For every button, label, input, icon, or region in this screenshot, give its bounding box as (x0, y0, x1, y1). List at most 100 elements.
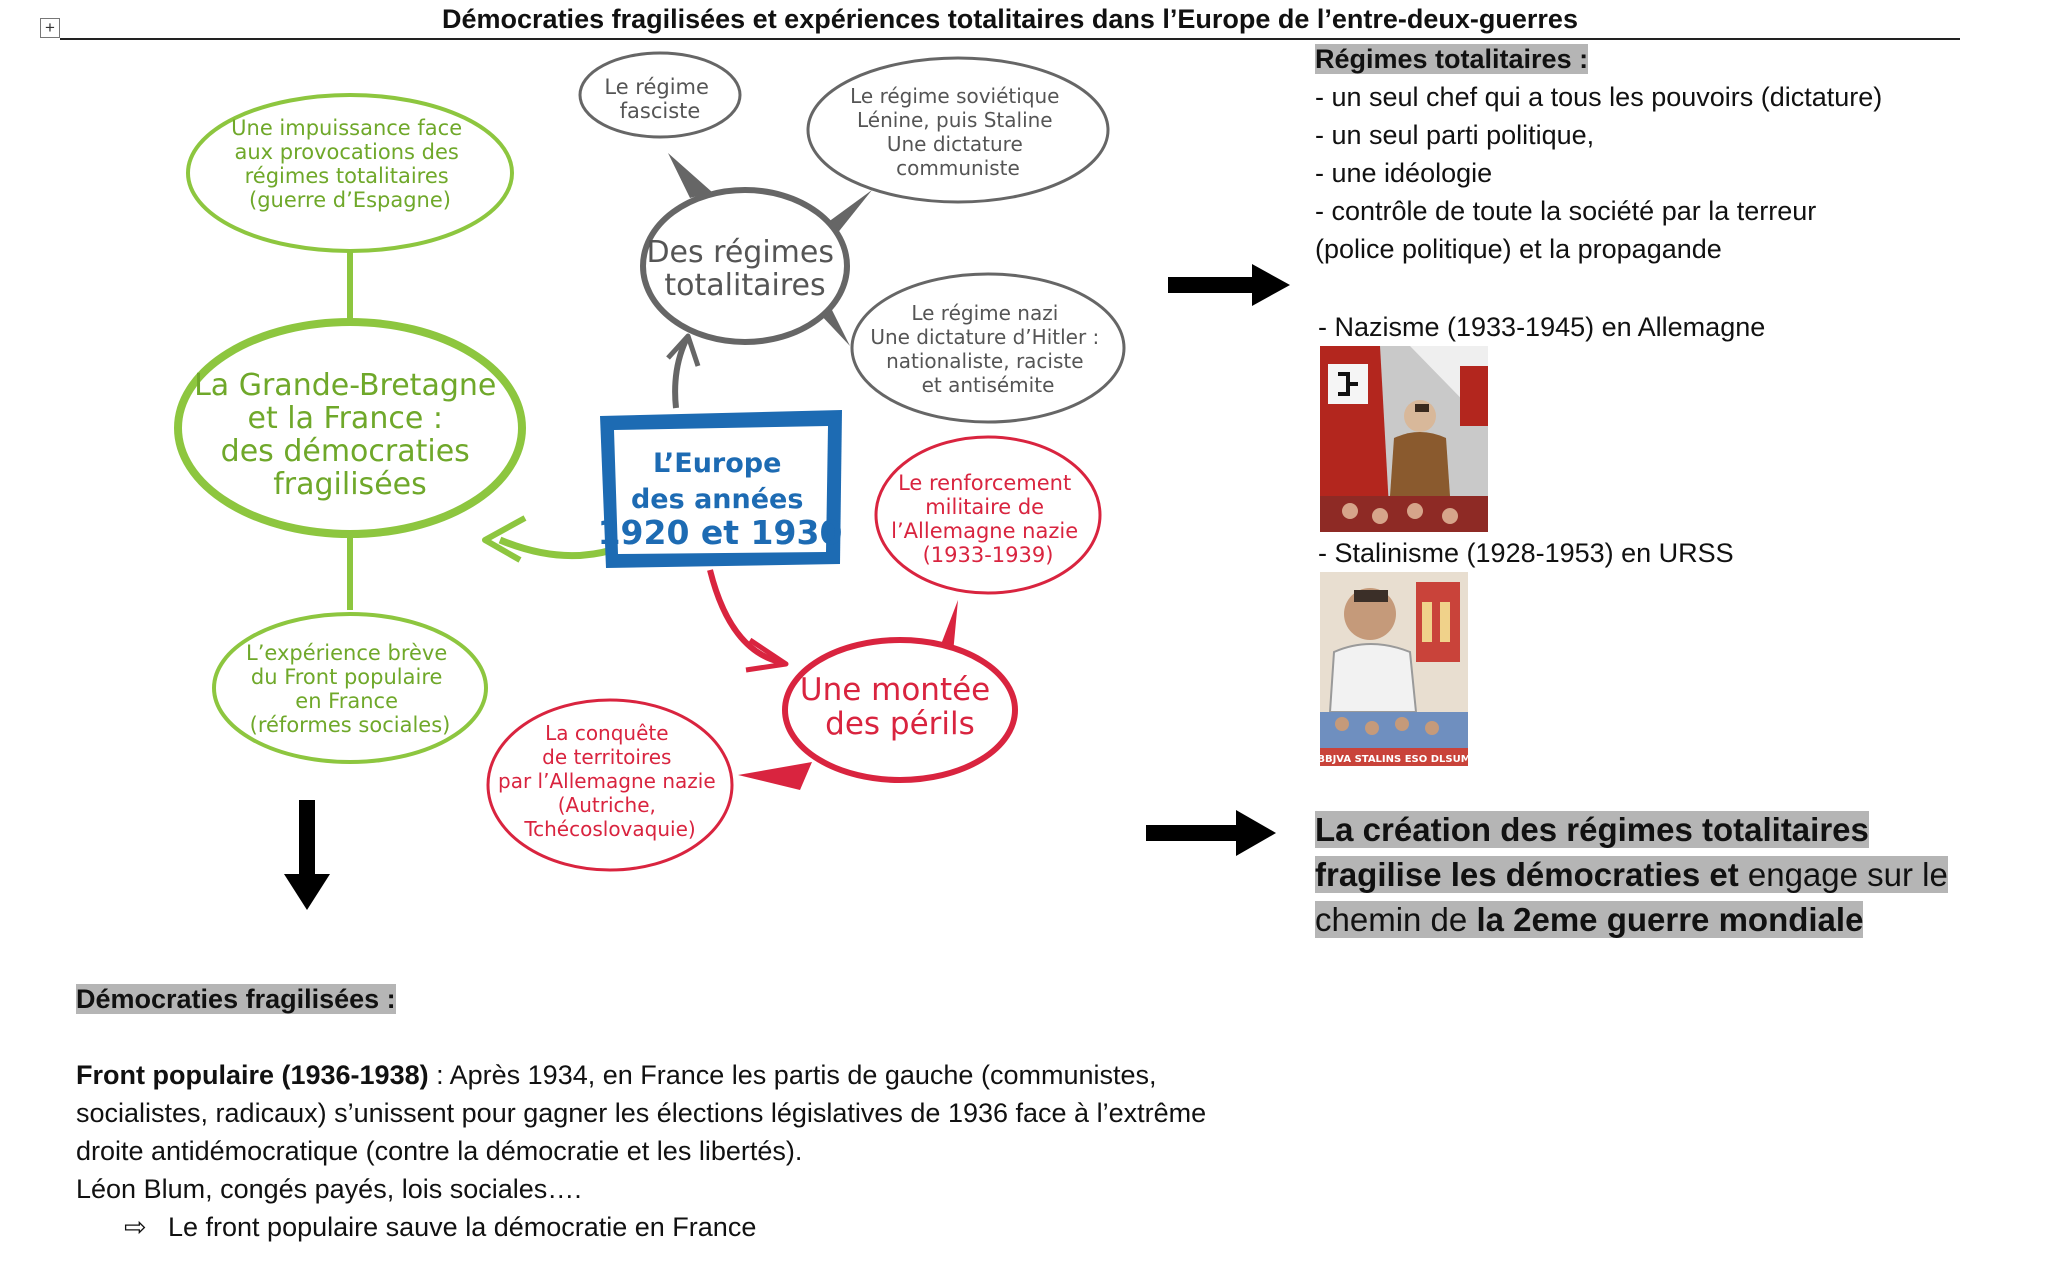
conclusion-text: la 2eme guerre mondiale (1476, 901, 1864, 938)
democracies-line: La Grande-Bretagne (194, 368, 496, 403)
nazism-label: - Nazisme (1933-1945) en Allemagne (1318, 312, 1766, 342)
svg-text:Une impuissance face aux: Une impuissance face aux provocations de… (231, 116, 469, 212)
svg-text:Des régimes totalitaires: Des régimes totalitaires (646, 235, 843, 303)
totalitarian-line: totalitaires (664, 268, 825, 303)
fascist-bubble (578, 51, 742, 139)
impuissance-line: (guerre d’Espagne) (249, 188, 451, 212)
nazi-line: nationaliste, raciste (886, 349, 1084, 373)
grey-tail-fascist (668, 153, 712, 198)
red-tail-conquest (738, 762, 812, 790)
fascist-line: fasciste (620, 99, 701, 123)
regimes-item: (police politique) et la propagande (1315, 234, 1722, 264)
military-line: l’Allemagne nazie (891, 519, 1078, 543)
perils-bubble (782, 637, 1018, 783)
front-populaire-line: (réformes sociales) (250, 713, 451, 737)
conclusion: La création des régimes totalitaires fra… (1315, 807, 1975, 942)
impuissance-line: aux provocations des (234, 140, 458, 164)
svg-text:L’expérience brève du Fr: L’expérience brève du Front populaire en… (246, 641, 454, 737)
conquest-bubble (486, 698, 734, 872)
front-populaire-text: socialistes, radicaux) s’unissent pour g… (76, 1098, 1207, 1128)
impuissance-bubble (186, 93, 514, 253)
front-populaire-line: du Front populaire (251, 665, 443, 689)
front-populaire-text: Léon Blum, congés payés, lois sociales…. (76, 1174, 582, 1204)
grey-branch: Le régime fasciste Le régime soviétique … (578, 51, 1126, 424)
poster-caption: BBJVA STALINS ESO DLSUM (1320, 754, 1468, 765)
svg-text:Le renforcement militair: Le renforcement militaire de l’Allemagne… (891, 471, 1085, 567)
mind-map-image: Une impuissance face aux provocations de… (174, 51, 1126, 872)
conquest-line: par l’Allemagne nazie (498, 769, 716, 793)
svg-text:La Grande-Bretagne et la: La Grande-Bretagne et la France : des dé… (194, 368, 506, 502)
front-populaire-line: L’expérience brève (246, 641, 447, 665)
conquest-line: (Autriche, (558, 793, 656, 817)
conclusion-text: La création des régimes totalitaires (1315, 811, 1869, 848)
totalitarian-line: Des régimes (646, 235, 834, 270)
conquest-line: de territoires (542, 745, 671, 769)
nazi-bubble (850, 272, 1126, 424)
regimes-item: - contrôle de toute la société par la te… (1315, 196, 1817, 226)
red-arrowhead (745, 637, 789, 673)
regimes-item: - une idéologie (1315, 158, 1493, 188)
svg-text:L’Europe des années: L’Europe des années 1920 et 1930 (598, 448, 843, 552)
grey-arrow (672, 338, 689, 409)
right-arrow-icon (1168, 264, 1290, 306)
svg-text:Le régime fasciste: Le régime fasciste (604, 75, 715, 123)
conclusion-text: fragilise les démocraties et (1315, 856, 1739, 893)
soviet-line: Le régime soviétique (850, 84, 1059, 108)
title-underline (60, 38, 1960, 40)
conquest-line: La conquête (545, 721, 669, 745)
democracies-bubble (174, 318, 526, 538)
front-populaire-text: : Après 1934, en France les partis de ga… (428, 1060, 1157, 1090)
regimes-heading: Régimes totalitaires : (1315, 44, 1589, 74)
down-arrow-icon (284, 800, 330, 910)
nazi-line: et antisémite (922, 373, 1055, 397)
stalinism-label: - Stalinisme (1928-1953) en URSS (1318, 538, 1734, 568)
democracies-line: et la France : (248, 401, 443, 436)
stalin-poster-image: BBJVA STALINS ESO DLSUM (1320, 572, 1468, 766)
regimes-item: - un seul parti politique, (1315, 120, 1595, 150)
soviet-line: Une dictature (887, 132, 1023, 156)
red-arrow (707, 569, 781, 665)
totalitarian-bubble (640, 187, 850, 345)
hitler-poster-image (1320, 346, 1488, 532)
grey-arrowhead (666, 333, 701, 367)
green-arrow (498, 536, 613, 560)
front-populaire-bubble (212, 612, 488, 764)
front-populaire-text: droite antidémocratique (contre la démoc… (76, 1136, 803, 1166)
front-populaire-line: en France (295, 689, 398, 713)
regimes-item: - un seul chef qui a tous les pouvoirs (… (1315, 82, 1883, 112)
center-inner (614, 426, 828, 554)
arrow-bullet-icon: ⇨ (124, 1212, 147, 1242)
svg-text:La conquête de territoir: La conquête de territoires par l’Allemag… (498, 721, 722, 841)
perils-line: Une montée (800, 672, 990, 708)
military-bubble (874, 435, 1102, 595)
democracies-heading-row: Démocraties fragilisées : (76, 980, 396, 1018)
military-line: (1933-1939) (923, 543, 1054, 567)
center-line: L’Europe (653, 448, 781, 479)
front-populaire-paragraph: Front populaire (1936-1938) : Après 1934… (76, 1056, 1336, 1246)
green-arrowhead (482, 515, 527, 563)
democracies-line: des démocraties (221, 434, 470, 469)
center-box: L’Europe des années 1920 et 1930 (598, 410, 843, 568)
nazi-line: Une dictature d’Hitler : (870, 325, 1099, 349)
red-branch: Le renforcement militaire de l’Allemagne… (486, 435, 1102, 872)
svg-text:Le régime soviétique Lén: Le régime soviétique Lénine, puis Stalin… (850, 84, 1066, 180)
front-populaire-conclusion: Le front populaire sauve la démocratie e… (168, 1212, 757, 1242)
center-line: 1920 et 1930 (598, 513, 843, 552)
center-line: des années (631, 484, 803, 515)
soviet-bubble (806, 56, 1110, 204)
table-move-handle[interactable]: + (40, 18, 60, 38)
conclusion-text: engage sur le (1738, 856, 1948, 893)
conclusion-text: chemin de (1315, 901, 1477, 938)
fascist-line: Le régime (604, 75, 709, 99)
document-title: Démocraties fragilisées et expériences t… (442, 4, 1578, 34)
svg-text:Une montée des périls: Une montée des périls (800, 672, 1000, 742)
impuissance-line: régimes totalitaires (245, 164, 449, 188)
soviet-line: communiste (896, 156, 1020, 180)
soviet-line: Lénine, puis Staline (857, 108, 1053, 132)
perils-line: des périls (825, 706, 975, 742)
regimes-section: Régimes totalitaires : - un seul chef qu… (1315, 40, 1955, 268)
military-line: militaire de (925, 495, 1044, 519)
conquest-line: Tchécoslovaquie) (523, 817, 695, 841)
front-populaire-label: Front populaire (1936-1938) (76, 1060, 429, 1090)
green-branch: Une impuissance face aux provocations de… (174, 93, 613, 764)
